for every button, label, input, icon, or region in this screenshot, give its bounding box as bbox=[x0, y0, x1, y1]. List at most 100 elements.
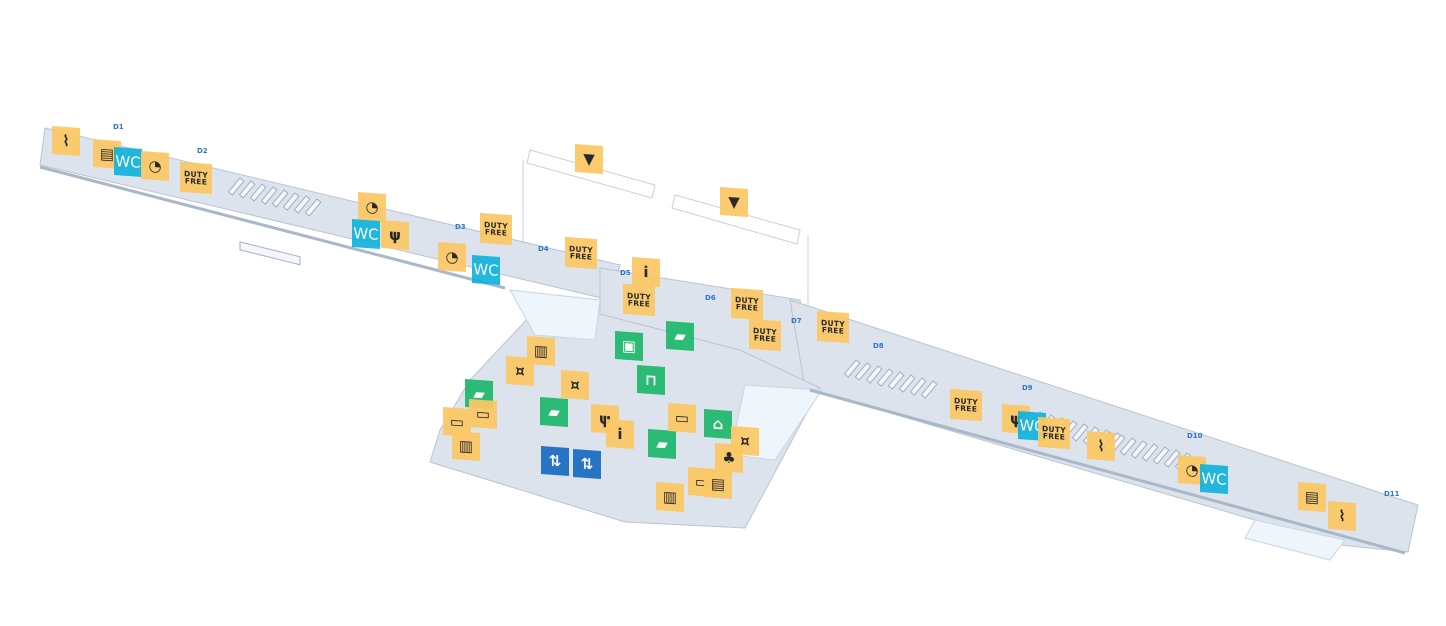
newspaper-icon: ▤ bbox=[1304, 487, 1320, 506]
information-marker[interactable]: i bbox=[606, 419, 634, 449]
seating-row bbox=[1152, 446, 1170, 465]
atm-marker[interactable]: ▭ bbox=[469, 399, 497, 429]
smoking-area-marker[interactable]: ⌇ bbox=[1087, 431, 1115, 461]
marker-label: WC bbox=[473, 259, 499, 280]
elevator-icon: ⇅ bbox=[580, 454, 594, 473]
marker-label: i bbox=[617, 424, 623, 443]
marker-label: DUTY FREE bbox=[752, 325, 778, 344]
marker-label: WC bbox=[115, 151, 141, 172]
marker-label: DUTY FREE bbox=[820, 317, 846, 336]
check-in-icon: ▰ bbox=[674, 326, 686, 345]
passport-control-marker[interactable]: ▣ bbox=[615, 331, 643, 361]
seating-rows bbox=[239, 241, 301, 266]
marker-label: DUTY FREE bbox=[568, 243, 594, 262]
baggage-marker[interactable]: ▥ bbox=[452, 431, 480, 461]
marker-label: WC bbox=[353, 223, 379, 244]
marker-label: DUTY FREE bbox=[953, 395, 979, 414]
currency-exchange-marker[interactable]: ¤ bbox=[561, 370, 589, 400]
wc-marker[interactable]: WC bbox=[114, 147, 142, 177]
elevator-marker[interactable]: ⇅ bbox=[541, 446, 569, 476]
baby-stroller-icon: ◔ bbox=[445, 247, 459, 266]
smoking-area-marker[interactable]: ⌇ bbox=[1328, 501, 1356, 531]
gate-label-d7: D7 bbox=[791, 317, 802, 325]
seating-row bbox=[1163, 449, 1181, 468]
duty-free-marker[interactable]: DUTY FREE bbox=[180, 161, 212, 195]
duty-free-marker[interactable]: DUTY FREE bbox=[623, 283, 655, 317]
seating-row bbox=[1119, 437, 1137, 456]
atm-marker[interactable]: ▭ bbox=[668, 403, 696, 433]
gate-label-d4: D4 bbox=[538, 245, 549, 253]
seating-row bbox=[843, 359, 861, 378]
baby-stroller-icon: ◔ bbox=[148, 156, 162, 175]
atm-icon: ▭ bbox=[475, 404, 491, 423]
baby-stroller-icon: ◔ bbox=[1185, 460, 1199, 479]
business-lounge-marker[interactable]: ▼ bbox=[720, 187, 748, 217]
duty-free-marker[interactable]: DUTY FREE bbox=[749, 318, 781, 352]
marker-label: DUTY FREE bbox=[183, 168, 209, 187]
currency-exchange-icon: ¤ bbox=[515, 361, 525, 380]
security-marker[interactable]: ⊓ bbox=[637, 365, 665, 395]
baby-stroller-marker[interactable]: ◔ bbox=[358, 192, 386, 222]
information-marker[interactable]: i bbox=[632, 257, 660, 287]
wc-marker[interactable]: WC bbox=[472, 255, 500, 285]
duty-free-marker[interactable]: DUTY FREE bbox=[731, 287, 763, 321]
gate-label-d3: D3 bbox=[455, 223, 466, 231]
duty-free-marker[interactable]: DUTY FREE bbox=[480, 212, 512, 246]
seating-row bbox=[304, 198, 322, 217]
seating-row bbox=[920, 380, 938, 399]
gate-label-d6: D6 bbox=[705, 294, 716, 302]
check-in-icon: ▰ bbox=[548, 402, 560, 421]
smoking-area-icon: ⌇ bbox=[62, 131, 70, 150]
seating-row bbox=[249, 183, 267, 202]
newspaper-marker[interactable]: ▤ bbox=[704, 469, 732, 499]
seating-row bbox=[1071, 423, 1089, 442]
smoking-area-marker[interactable]: ⌇ bbox=[52, 126, 80, 156]
wc-marker[interactable]: WC bbox=[1200, 464, 1228, 494]
lost-and-found-marker[interactable]: ⌂ bbox=[704, 409, 732, 439]
baggage-marker[interactable]: ▥ bbox=[656, 482, 684, 512]
seating-row bbox=[898, 374, 916, 393]
check-in-marker[interactable]: ▰ bbox=[666, 321, 694, 351]
business-lounge-icon: ▼ bbox=[728, 192, 740, 211]
marker-label: DUTY FREE bbox=[626, 290, 652, 309]
baby-stroller-marker[interactable]: ◔ bbox=[438, 242, 466, 272]
newspaper-marker[interactable]: ▤ bbox=[1298, 482, 1326, 512]
travel-agency-marker[interactable]: ♣ bbox=[715, 443, 743, 473]
floor-edge bbox=[39, 165, 1406, 555]
smoking-area-icon: ⌇ bbox=[1338, 506, 1346, 525]
seating-row bbox=[260, 186, 278, 205]
newspaper-icon: ▤ bbox=[710, 474, 726, 493]
check-in-marker[interactable]: ▰ bbox=[540, 397, 568, 427]
check-in-marker[interactable]: ▰ bbox=[648, 429, 676, 459]
gate-label-d5: D5 bbox=[620, 269, 631, 277]
seating-row bbox=[238, 180, 256, 199]
seating-row bbox=[293, 195, 311, 214]
lost-and-found-icon: ⌂ bbox=[712, 414, 724, 433]
gate-label-d10: D10 bbox=[1187, 432, 1203, 440]
business-lounge-marker[interactable]: ▼ bbox=[575, 144, 603, 174]
seating-row bbox=[1141, 443, 1159, 462]
elevator-marker[interactable]: ⇅ bbox=[573, 449, 601, 479]
smoking-area-icon: ⌇ bbox=[1097, 436, 1105, 455]
duty-free-marker[interactable]: DUTY FREE bbox=[565, 236, 597, 270]
duty-free-marker[interactable]: DUTY FREE bbox=[817, 310, 849, 344]
seating-row bbox=[887, 371, 905, 390]
duty-free-marker[interactable]: DUTY FREE bbox=[950, 388, 982, 422]
seating-row bbox=[1130, 440, 1148, 459]
gate-label-d1: D1 bbox=[113, 123, 124, 131]
newspaper-icon: ▤ bbox=[99, 144, 115, 163]
seating-row bbox=[227, 177, 245, 196]
gate-label-d9: D9 bbox=[1022, 384, 1033, 392]
check-in-icon: ▰ bbox=[656, 434, 668, 453]
seating-row bbox=[876, 368, 894, 387]
security-icon: ⊓ bbox=[645, 370, 657, 389]
passport-control-icon: ▣ bbox=[621, 336, 637, 355]
currency-exchange-icon: ¤ bbox=[570, 375, 580, 394]
wc-marker[interactable]: WC bbox=[352, 219, 380, 249]
seating-row bbox=[865, 365, 883, 384]
duty-free-marker[interactable]: DUTY FREE bbox=[1038, 416, 1070, 450]
restaurant-marker[interactable]: ψ bbox=[381, 220, 409, 250]
currency-exchange-marker[interactable]: ¤ bbox=[506, 356, 534, 386]
baby-stroller-marker[interactable]: ◔ bbox=[141, 151, 169, 181]
